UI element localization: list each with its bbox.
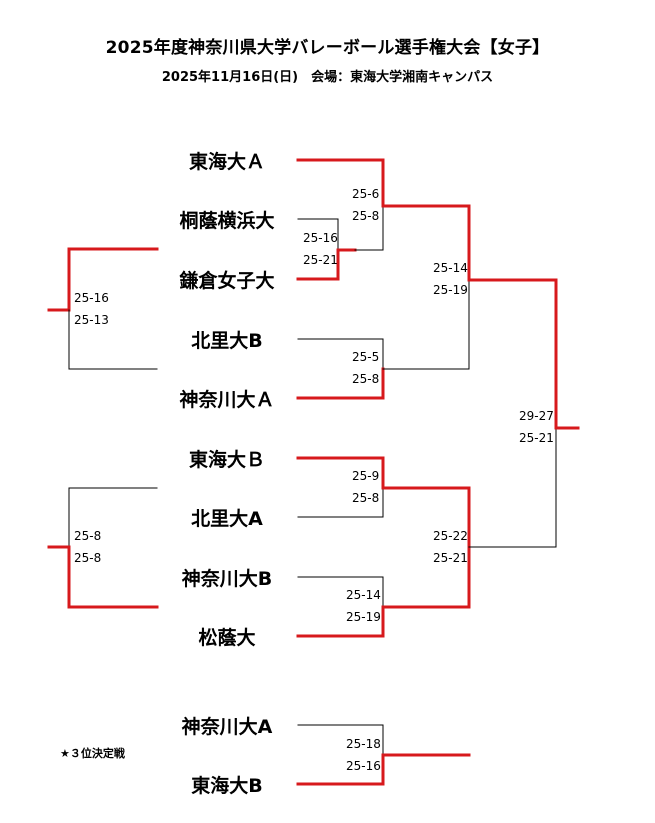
- line-third-kanagawa-a: [297, 724, 384, 756]
- line-semi-bottom-upper: [381, 486, 471, 549]
- third-place-team-kanagawa-a: 神奈川大A: [181, 716, 273, 738]
- set-score: 25-5: [352, 350, 380, 364]
- set-score: 29-27: [519, 409, 554, 423]
- team-kitasato-b: 北里大B: [191, 330, 263, 352]
- set-score: 25-21: [303, 253, 338, 267]
- line-kanagawa-a: [296, 367, 385, 400]
- team-tokai-a: 東海大Ａ: [188, 151, 265, 173]
- set-score: 25-16: [346, 759, 381, 773]
- score-r2-tokai-a: 25-6 25-8: [352, 183, 379, 227]
- set-score: 25-9: [352, 469, 380, 483]
- line-kitasato-b: [297, 338, 384, 370]
- set-score: 25-16: [74, 291, 109, 305]
- line-left-bottom-lose: [68, 487, 158, 548]
- line-kitasato-a: [297, 487, 384, 518]
- score-r2-kitasato-b-kanagawa-a: 25-5 25-8: [352, 346, 379, 390]
- line-final-upper: [467, 278, 558, 430]
- set-score: 25-14: [433, 261, 468, 275]
- team-shoin: 松蔭大: [198, 627, 256, 649]
- score-left-top: 25-16 25-13: [74, 287, 109, 331]
- line-kamakura: [296, 248, 357, 281]
- set-score: 25-21: [433, 551, 468, 565]
- set-score: 25-6: [352, 187, 380, 201]
- set-score: 25-22: [433, 529, 468, 543]
- line-semi-top-lower: [382, 279, 470, 370]
- score-r1-toin-kamakura: 25-16 25-21: [303, 227, 338, 271]
- line-final-lower: [468, 427, 557, 548]
- event-date-venue: 2025年11月16日(日) 会場：東海大学湘南キャンパス: [161, 70, 494, 85]
- third-place-label: ★３位決定戦: [60, 747, 125, 760]
- line-semi-top-upper: [381, 204, 471, 282]
- set-score: 25-8: [74, 551, 102, 565]
- score-final: 29-27 25-21: [519, 405, 554, 449]
- line-left-bottom-win: [47, 545, 159, 609]
- line-toin: [297, 218, 339, 251]
- team-kanagawa-b: 神奈川大B: [181, 568, 273, 590]
- third-place-team-tokai-b: 東海大B: [191, 775, 263, 797]
- team-kitasato-a: 北里大A: [191, 508, 263, 530]
- line-tokai-a: [296, 158, 385, 208]
- score-third-place: 25-18 25-16: [346, 733, 381, 777]
- page-title: 2025年度神奈川県大学バレーボール選手権大会【女子】: [105, 38, 550, 58]
- line-semi-bottom-lower: [381, 545, 471, 609]
- set-score: 25-8: [352, 491, 380, 505]
- line-kanagawa-b: [297, 576, 384, 608]
- set-score: 25-16: [303, 231, 338, 245]
- set-score: 25-14: [346, 588, 381, 602]
- line-kamakura-r2: [354, 205, 384, 251]
- set-score: 25-19: [433, 283, 468, 297]
- set-score: 25-8: [352, 372, 380, 386]
- set-score: 25-19: [346, 610, 381, 624]
- score-semi-top: 25-14 25-19: [433, 257, 468, 301]
- team-toin-yokohama: 桐蔭横浜大: [179, 210, 275, 232]
- set-score: 25-8: [74, 529, 102, 543]
- team-kanagawa-a: 神奈川大Ａ: [179, 389, 275, 411]
- score-r2-tokai-b-kitasato-a: 25-9 25-8: [352, 465, 379, 509]
- score-r2-kanagawa-b-shoin: 25-14 25-19: [346, 584, 381, 628]
- set-score: 25-18: [346, 737, 381, 751]
- set-score: 25-21: [519, 431, 554, 445]
- team-kamakura-joshi: 鎌倉女子大: [179, 270, 275, 292]
- line-shoin: [296, 605, 385, 638]
- score-left-bottom: 25-8 25-8: [74, 525, 101, 569]
- score-semi-bottom: 25-22 25-21: [433, 525, 468, 569]
- line-left-top-win: [47, 247, 159, 312]
- set-score: 25-8: [352, 209, 380, 223]
- team-tokai-b: 東海大Ｂ: [188, 449, 265, 471]
- line-tokai-b: [296, 456, 385, 490]
- line-third-tokai-b: [296, 753, 471, 786]
- set-score: 25-13: [74, 313, 109, 327]
- line-left-top-lose: [68, 309, 158, 370]
